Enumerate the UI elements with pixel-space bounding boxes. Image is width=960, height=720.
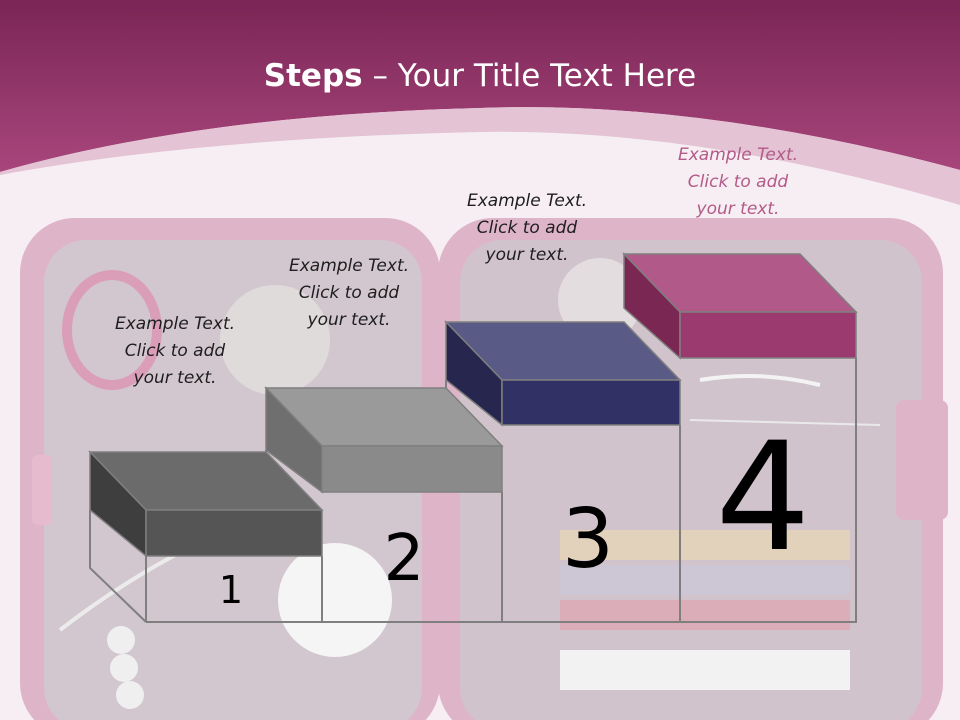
slide-title[interactable]: Steps – Your Title Text Here	[0, 56, 960, 96]
header-swoosh	[0, 107, 960, 205]
header-band	[0, 0, 960, 172]
caption-line: Example Text.	[114, 314, 236, 334]
step-2-number: 2	[383, 522, 425, 596]
title-bold: Steps	[263, 58, 363, 94]
caption-line: Example Text.	[677, 145, 799, 165]
step-4-caption[interactable]: Example Text. Click to add your text.	[653, 142, 823, 223]
caption-line: Click to add	[124, 341, 226, 361]
step-3-caption[interactable]: Example Text. Click to add your text.	[442, 188, 612, 269]
caption-line: Click to add	[298, 283, 400, 303]
step-2-caption[interactable]: Example Text. Click to add your text.	[264, 253, 434, 334]
step-1-block[interactable]	[88, 450, 324, 558]
step-3-number: 3	[561, 492, 615, 587]
step-3-block[interactable]	[444, 320, 682, 427]
step-1-caption[interactable]: Example Text. Click to add your text.	[90, 311, 260, 392]
caption-line: Click to add	[687, 172, 789, 192]
caption-line: Click to add	[476, 218, 578, 238]
caption-line: your text.	[307, 310, 391, 330]
step-4-number: 4	[715, 411, 811, 585]
caption-line: your text.	[696, 199, 780, 219]
step-4-block[interactable]	[622, 252, 858, 360]
caption-line: Example Text.	[466, 191, 588, 211]
caption-line: Example Text.	[288, 256, 410, 276]
caption-line: your text.	[485, 245, 569, 265]
step-1-number: 1	[218, 568, 244, 612]
title-rest: – Your Title Text Here	[362, 58, 697, 94]
step-2-block[interactable]	[264, 386, 504, 494]
caption-line: your text.	[133, 368, 217, 388]
